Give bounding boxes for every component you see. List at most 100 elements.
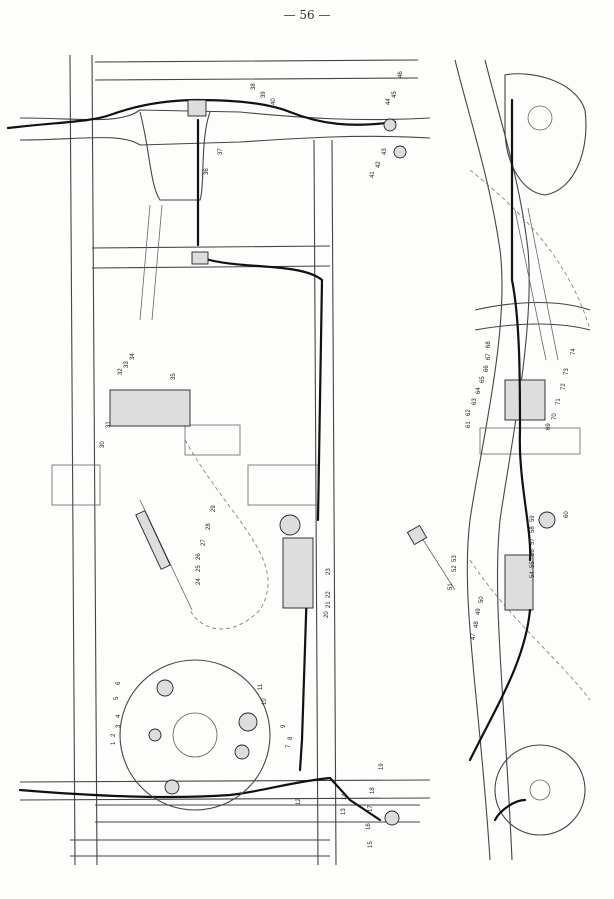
left-callout-1: 1: [111, 741, 117, 745]
left-callout-45: 45: [392, 91, 398, 98]
left-callout-12: 12: [296, 798, 302, 805]
right-callout-71: 71: [556, 398, 562, 405]
left-callout-7: 7: [286, 744, 292, 748]
left-callout-44: 44: [386, 98, 392, 105]
right-callout-72: 72: [561, 383, 567, 390]
right-callout-57: 57: [530, 538, 536, 545]
pedal-bracket-side: [538, 511, 556, 529]
left-callout-6: 6: [116, 681, 122, 685]
hose-connector: [191, 251, 209, 265]
left-callout-19: 19: [379, 763, 385, 770]
wheel-cylinder-top: [156, 679, 174, 697]
rear-axle-housing-side: [504, 73, 587, 196]
right-callout-69: 69: [546, 423, 552, 430]
left-callout-43: 43: [382, 148, 388, 155]
left-callout-30: 30: [100, 441, 106, 448]
right-callout-55: 55: [530, 561, 536, 568]
right-callout-64: 64: [476, 387, 482, 394]
brake-pedal: [135, 510, 171, 570]
left-callout-21: 21: [326, 601, 332, 608]
right-callout-47: 47: [471, 633, 477, 640]
right-callout-54: 54: [530, 571, 536, 578]
right-callout-59: 59: [530, 515, 536, 522]
bleeder-screw: [148, 728, 162, 742]
left-callout-22: 22: [326, 591, 332, 598]
rear-hose-fitting: [384, 810, 400, 826]
right-callout-52: 52: [452, 565, 458, 572]
left-callout-10: 10: [262, 698, 268, 705]
left-callout-28: 28: [206, 523, 212, 530]
right-callout-67: 67: [486, 353, 492, 360]
pedal-pad-side: [406, 524, 428, 546]
left-callout-5: 5: [114, 696, 120, 700]
handbrake-assembly-side: [504, 379, 546, 421]
left-callout-41: 41: [370, 171, 376, 178]
right-callout-66: 66: [484, 365, 490, 372]
left-callout-35: 35: [171, 373, 177, 380]
left-callout-13: 13: [341, 808, 347, 815]
left-callout-16: 16: [366, 823, 372, 830]
right-callout-74: 74: [571, 348, 577, 355]
pedal-arm-side: [419, 534, 456, 591]
transmission-handbrake: [109, 389, 191, 427]
wheel-cylinder-bolt: [234, 744, 250, 760]
rear-junction: [164, 779, 180, 795]
right-callout-51: 51: [448, 583, 454, 590]
rear-brake-drum-plate: [119, 659, 271, 811]
master-cylinder-side: [504, 554, 534, 611]
right-components: [406, 73, 587, 836]
left-callout-8: 8: [288, 736, 294, 740]
left-callout-11: 11: [258, 683, 264, 690]
left-callout-labels: 1234567891011121314151617181920212223242…: [100, 71, 404, 848]
right-callout-50: 50: [479, 596, 485, 603]
right-callout-70: 70: [552, 413, 558, 420]
left-callout-36: 36: [204, 168, 210, 175]
left-callout-34: 34: [130, 353, 136, 360]
right-callout-56: 56: [530, 549, 536, 556]
left-callout-42: 42: [376, 161, 382, 168]
left-callout-29: 29: [211, 505, 217, 512]
front-junction-block: [187, 99, 207, 117]
left-callout-20: 20: [324, 611, 330, 618]
left-callout-3: 3: [116, 724, 122, 728]
left-callout-18: 18: [370, 787, 376, 794]
left-callout-39: 39: [261, 91, 267, 98]
left-callout-25: 25: [196, 565, 202, 572]
master-cylinder: [282, 537, 314, 609]
right-brake-lines: [468, 98, 532, 822]
master-cylinder-cap: [279, 514, 301, 536]
front-wheel-cylinder: [383, 118, 397, 132]
front-wheel-side: [494, 744, 586, 836]
left-callout-23: 23: [326, 568, 332, 575]
left-brake-lines: [6, 98, 397, 822]
left-callout-38: 38: [251, 83, 257, 90]
left-callout-24: 24: [196, 578, 202, 585]
left-callout-17: 17: [368, 805, 374, 812]
right-callout-60: 60: [564, 511, 570, 518]
left-components: [109, 99, 407, 826]
left-callout-32: 32: [118, 368, 124, 375]
left-callout-4: 4: [116, 714, 122, 718]
left-callout-40: 40: [271, 98, 277, 105]
right-callout-62: 62: [466, 409, 472, 416]
right-callout-48: 48: [474, 621, 480, 628]
left-callout-14: 14: [342, 793, 348, 800]
left-callout-33: 33: [124, 361, 130, 368]
right-callout-73: 73: [564, 368, 570, 375]
page-number: — 56 —: [283, 8, 331, 22]
wheel-cylinder-right: [238, 712, 258, 732]
left-callout-2: 2: [111, 733, 117, 737]
left-callout-31: 31: [106, 421, 112, 428]
left-callout-46: 46: [398, 71, 404, 78]
right-callout-49: 49: [476, 608, 482, 615]
right-callout-53: 53: [452, 555, 458, 562]
right-callout-58: 58: [530, 526, 536, 533]
left-chassis-frame: [19, 54, 431, 866]
left-callout-26: 26: [196, 553, 202, 560]
right-callout-68: 68: [486, 341, 492, 348]
right-callout-65: 65: [480, 376, 486, 383]
right-callout-61: 61: [466, 421, 472, 428]
left-callout-15: 15: [368, 841, 374, 848]
